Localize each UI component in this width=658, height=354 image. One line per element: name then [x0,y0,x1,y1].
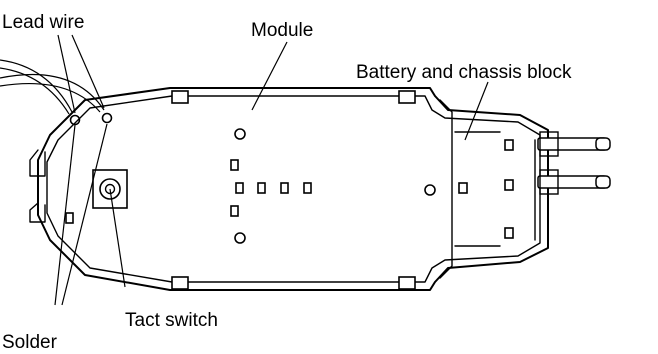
bottom-tab-left [171,276,189,290]
bottom-tab-right [398,276,416,290]
leader-lines [54,34,489,306]
lead-wire-bundle [0,59,113,126]
label-lead-wire: Lead wire [2,12,84,33]
label-module: Module [251,20,313,41]
solder-point-left [69,114,81,126]
connector-pins [534,131,611,241]
module-body [29,87,549,291]
top-tab-right [398,90,416,104]
solder-point-right [101,112,113,124]
label-solder: Solder [2,332,58,353]
label-battery-chassis: Battery and chassis block [356,62,572,83]
label-tact-switch: Tact switch [125,310,218,331]
top-tab-left [171,90,189,104]
